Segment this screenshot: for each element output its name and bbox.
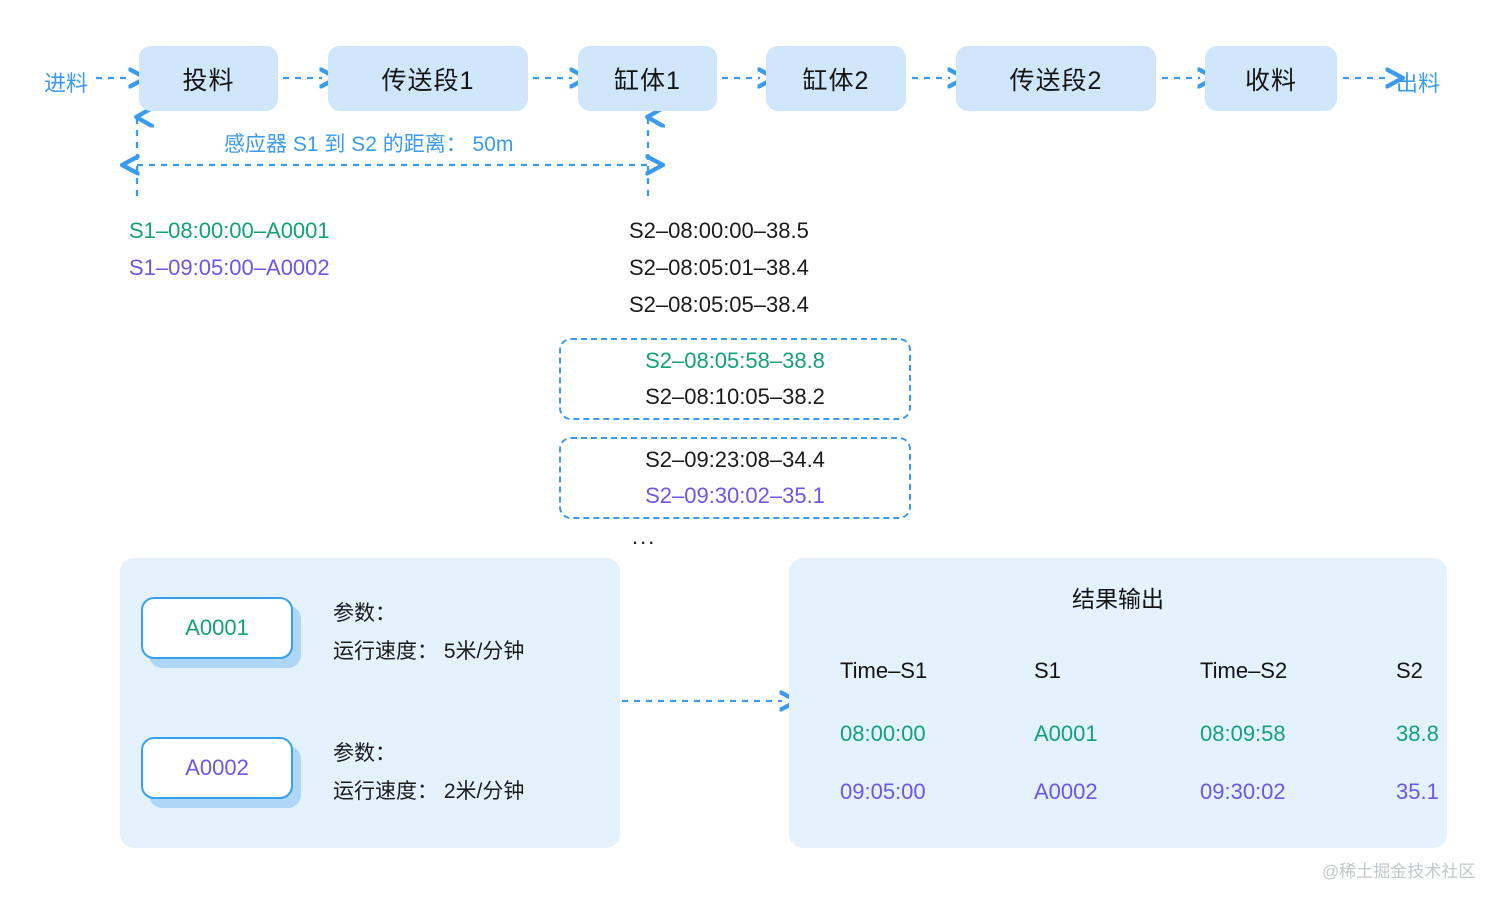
device-chip-a0002[interactable]: A0002 xyxy=(141,737,303,809)
s2-log-line: S2–08:05:05–38.4 xyxy=(629,292,809,317)
stage-box-cylinder-2[interactable]: 缸体2 xyxy=(766,46,906,111)
table-row: 08:00:00 A0001 08:09:58 38.8 xyxy=(840,705,1512,763)
s1-log-list: S1–08:00:00–A0001 S1–09:05:00–A0002 xyxy=(129,212,330,286)
table-row: 09:05:00 A0002 09:30:02 35.1 xyxy=(840,763,1512,821)
param-speed: 运行速度： 5米/分钟 xyxy=(333,640,525,663)
param-title: 参数： xyxy=(333,742,396,765)
result-table: Time–S1 S1 Time–S2 S2 08:00:00 A0001 08:… xyxy=(840,642,1512,821)
device-params-a0001: 参数： 运行速度： 5米/分钟 xyxy=(333,595,524,671)
cell-time-s2: 08:09:58 xyxy=(1200,721,1286,746)
flow-input-label: 进料 xyxy=(44,71,89,96)
stage-box-shouliao[interactable]: 收料 xyxy=(1205,46,1337,111)
cell-s2: 35.1 xyxy=(1396,779,1439,804)
cell-s1: A0002 xyxy=(1034,779,1098,804)
device-id-label: A0002 xyxy=(185,755,249,780)
cell-s1: A0001 xyxy=(1034,721,1098,746)
stage-box-cylinder-1[interactable]: 缸体1 xyxy=(578,46,717,111)
column-header-time-s1: Time–S1 xyxy=(840,658,928,683)
s2-log-list: S2–08:00:00–38.5 S2–08:05:01–38.4 S2–08:… xyxy=(629,212,809,323)
s1-log-line: S1–09:05:00–A0002 xyxy=(129,255,330,280)
s2-group-line: S2–09:23:08–34.4 xyxy=(645,447,825,472)
flow-output-label: 出料 xyxy=(1396,71,1441,96)
sensor-distance-label: 感应器 S1 到 S2 的距离： 50m xyxy=(224,133,514,156)
cell-time-s2: 09:30:02 xyxy=(1200,779,1286,804)
stage-box-touliao[interactable]: 投料 xyxy=(139,46,278,111)
cell-time-s1: 08:00:00 xyxy=(840,721,926,746)
s2-group-box-2: S2–09:23:08–34.4 S2–09:30:02–35.1 xyxy=(559,437,911,519)
cell-s2: 38.8 xyxy=(1396,721,1439,746)
column-header-s1: S1 xyxy=(1034,658,1061,683)
s2-log-line: S2–08:00:00–38.5 xyxy=(629,218,809,243)
s2-group-box-1: S2–08:05:58–38.8 S2–08:10:05–38.2 xyxy=(559,338,911,420)
column-header-time-s2: Time–S2 xyxy=(1200,658,1288,683)
param-speed: 运行速度： 2米/分钟 xyxy=(333,780,525,803)
watermark: @稀土掘金技术社区 xyxy=(1322,862,1476,881)
stage-box-conveyor-2[interactable]: 传送段2 xyxy=(956,46,1156,111)
result-output-panel xyxy=(789,558,1447,848)
more-records-ellipsis: ... xyxy=(632,524,657,549)
device-id-label: A0001 xyxy=(185,615,249,640)
s2-log-line: S2–08:05:01–38.4 xyxy=(629,255,809,280)
stage-box-conveyor-1[interactable]: 传送段1 xyxy=(328,46,528,111)
result-output-title: 结果输出 xyxy=(1072,586,1164,612)
param-title: 参数： xyxy=(333,602,396,625)
cell-time-s1: 09:05:00 xyxy=(840,779,926,804)
s2-group-line: S2–08:10:05–38.2 xyxy=(645,384,825,409)
column-header-s2: S2 xyxy=(1396,658,1423,683)
table-header-row: Time–S1 S1 Time–S2 S2 xyxy=(840,642,1512,700)
s2-group-line: S2–09:30:02–35.1 xyxy=(645,483,825,508)
s2-group-line: S2–08:05:58–38.8 xyxy=(645,348,825,373)
device-params-a0002: 参数： 运行速度： 2米/分钟 xyxy=(333,735,524,811)
device-chip-a0001[interactable]: A0001 xyxy=(141,597,303,669)
s1-log-line: S1–08:00:00–A0001 xyxy=(129,218,330,243)
